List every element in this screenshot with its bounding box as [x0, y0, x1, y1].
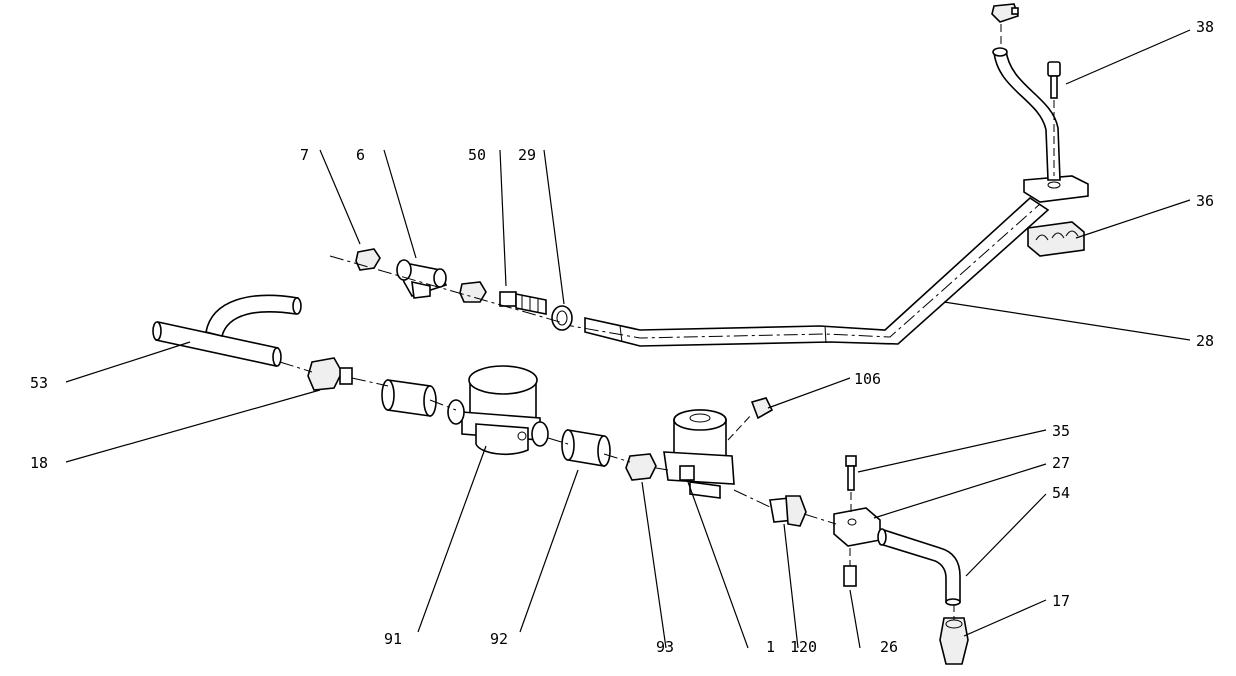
label-50: 50 — [468, 146, 486, 164]
block-27 — [833, 507, 881, 547]
label-29: 29 — [518, 146, 536, 164]
tube-28 — [559, 196, 1050, 347]
nut-7 — [355, 248, 381, 271]
label-53: 53 — [30, 374, 48, 392]
dash-106 — [727, 413, 753, 441]
tube-upper-bend — [992, 24, 1061, 181]
label-120: 120 — [790, 638, 817, 656]
fitting-106 — [750, 397, 774, 420]
clip-29 — [551, 305, 573, 331]
part-labels: 38 7 6 50 29 36 28 53 106 18 35 27 54 17… — [30, 18, 1214, 656]
label-92: 92 — [490, 630, 508, 648]
bolt-38 — [1047, 61, 1061, 176]
label-38: 38 — [1196, 18, 1214, 36]
sleeve-92 — [561, 429, 611, 467]
tube-54 — [877, 528, 961, 606]
label-27: 27 — [1052, 454, 1070, 472]
label-106: 106 — [854, 370, 881, 388]
label-17: 17 — [1052, 592, 1070, 610]
label-18: 18 — [30, 454, 48, 472]
label-26: 26 — [880, 638, 898, 656]
leader-lines — [65, 29, 1191, 649]
tee-6 — [396, 259, 448, 299]
label-6: 6 — [356, 146, 365, 164]
hose-barb-50 — [499, 291, 547, 315]
screw-35 — [845, 455, 857, 512]
center-line-lower — [279, 361, 837, 525]
pin-26 — [843, 548, 857, 587]
fitting-120 — [769, 495, 807, 527]
fitting-17 — [939, 617, 969, 665]
meter-91 — [447, 365, 549, 456]
clamp-block-upper — [1023, 175, 1089, 203]
label-35: 35 — [1052, 422, 1070, 440]
label-28: 28 — [1196, 332, 1214, 350]
valve-1 — [663, 409, 735, 499]
label-1: 1 — [766, 638, 775, 656]
clamp-36 — [1027, 221, 1085, 257]
label-93: 93 — [656, 638, 674, 656]
center-line-upper — [329, 255, 561, 323]
top-fitting — [991, 3, 1020, 23]
tube-53 — [152, 294, 302, 367]
label-54: 54 — [1052, 484, 1070, 502]
nut-small — [459, 281, 487, 303]
fitting-18 — [307, 357, 353, 391]
label-7: 7 — [300, 146, 309, 164]
label-36: 36 — [1196, 192, 1214, 210]
label-91: 91 — [384, 630, 402, 648]
sleeve-1 — [381, 379, 437, 417]
fitting-93 — [625, 453, 657, 481]
